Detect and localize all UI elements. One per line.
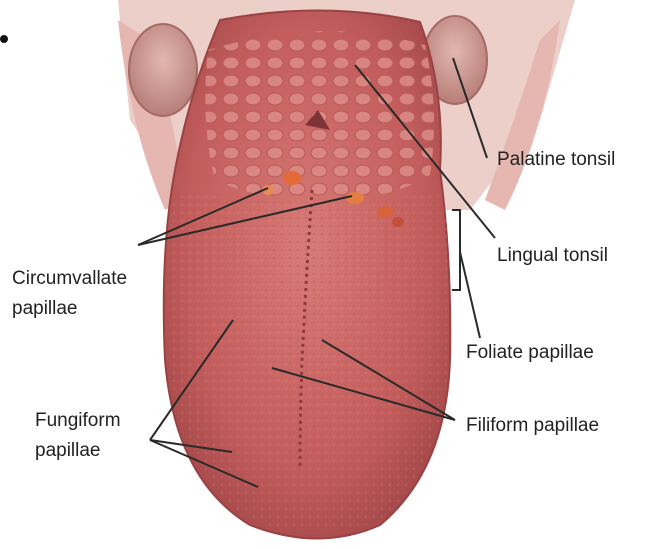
label-lingual-tonsil: Lingual tonsil: [497, 244, 608, 268]
label-fungiform-line1: Fungiform: [35, 409, 121, 433]
label-fungiform-line2: papillae: [35, 439, 101, 463]
label-circumvallate-line1: Circumvallate: [12, 267, 127, 291]
bullet-marker: [0, 35, 8, 43]
label-foliate-papillae: Foliate papillae: [466, 341, 594, 365]
label-palatine-tonsil: Palatine tonsil: [497, 148, 615, 172]
left-palatine-tonsil: [129, 24, 197, 116]
label-circumvallate-line2: papillae: [12, 297, 78, 321]
leader-foliate: [460, 252, 480, 338]
foliate-bracket: [452, 210, 460, 290]
label-filiform-papillae: Filiform papillae: [466, 414, 599, 438]
